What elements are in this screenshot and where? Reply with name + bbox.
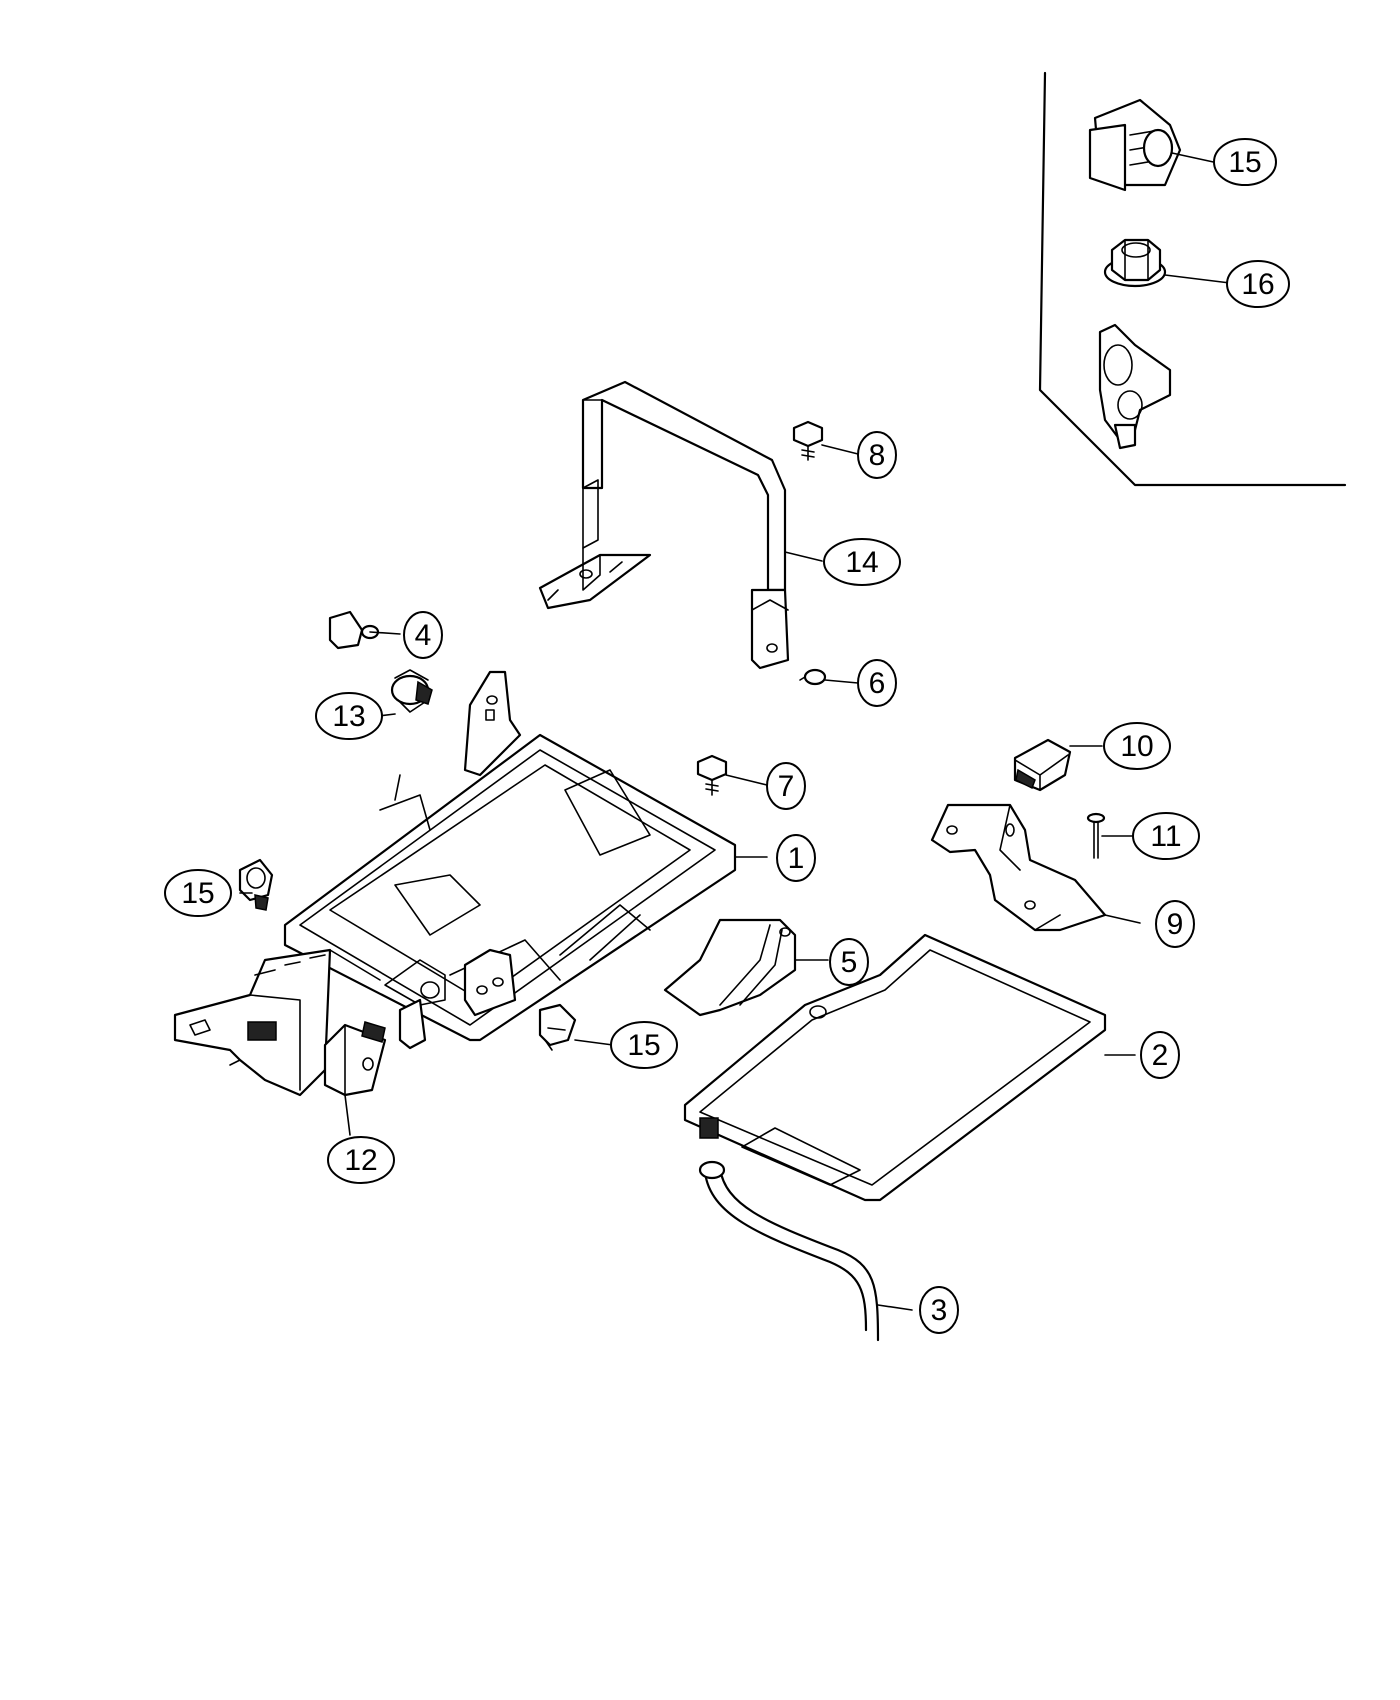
- part-15-left-clip: [238, 858, 274, 911]
- part-7-bolt: [696, 754, 728, 796]
- part-10-connector: [1013, 738, 1072, 792]
- leader-lines: [239, 152, 1231, 1311]
- callout-8: 8: [857, 431, 897, 479]
- part-5-shield: [663, 918, 797, 1017]
- callout-12: 12: [327, 1136, 395, 1184]
- part-4-clip: [328, 610, 380, 650]
- part-15-middle-clip: [538, 1003, 577, 1051]
- leader-12: [344, 1094, 351, 1136]
- callout-9: 9: [1155, 900, 1195, 948]
- callout-15-middle: 15: [610, 1021, 678, 1069]
- callout-label: 2: [1152, 1039, 1169, 1072]
- callout-label: 13: [332, 700, 365, 733]
- callout-label: 16: [1241, 268, 1274, 301]
- callout-13: 13: [315, 692, 383, 740]
- callout-6: 6: [857, 659, 897, 707]
- callout-label: 15: [1228, 146, 1261, 179]
- callout-label: 4: [415, 619, 432, 652]
- callout-label: 6: [869, 667, 886, 700]
- callout-label: 5: [841, 946, 858, 979]
- callout-label: 15: [181, 877, 214, 910]
- leader-14: [784, 551, 823, 562]
- part-12-sensor: [323, 1021, 387, 1097]
- part-9-bracket: [930, 803, 1107, 932]
- callout-label: 7: [778, 770, 795, 803]
- leader-8: [821, 444, 859, 455]
- leader-9: [1104, 914, 1141, 924]
- part-13-clip: [390, 669, 433, 713]
- callout-15-inset: 15: [1213, 138, 1277, 186]
- leader-4: [369, 631, 401, 635]
- callout-label: 15: [627, 1029, 660, 1062]
- callout-15-left: 15: [164, 869, 232, 917]
- part-6-plug: [799, 668, 827, 686]
- callout-label: 3: [931, 1294, 948, 1327]
- callout-label: 10: [1120, 730, 1153, 763]
- part-2-tray-base: [683, 933, 1107, 1202]
- callout-label: 11: [1150, 820, 1181, 853]
- leader-16: [1164, 274, 1231, 284]
- callout-label: 8: [869, 439, 886, 472]
- part-14-hold-down-strap: [538, 380, 790, 670]
- part-11-rivet: [1086, 812, 1106, 859]
- callout-5: 5: [829, 938, 869, 986]
- part-1-battery-tray: [283, 670, 737, 1050]
- callout-11: 11: [1132, 812, 1200, 860]
- callout-2: 2: [1140, 1031, 1180, 1079]
- callout-16: 16: [1226, 260, 1290, 308]
- callout-3: 3: [919, 1286, 959, 1334]
- callout-10: 10: [1103, 722, 1171, 770]
- inset-frame: [1038, 71, 1347, 487]
- part-16-inset-nut: [1103, 238, 1167, 288]
- lower-left-bracket: [173, 948, 381, 1097]
- leader-7: [725, 774, 768, 786]
- callout-14: 14: [823, 538, 901, 586]
- part-3-drain-tube: [698, 1117, 880, 1342]
- callout-1: 1: [776, 834, 816, 882]
- part-8-bolt: [792, 420, 824, 461]
- callout-4: 4: [403, 611, 443, 659]
- part-15-inset-clip: [1088, 98, 1182, 192]
- callout-7: 7: [766, 762, 806, 810]
- callout-label: 14: [845, 546, 878, 579]
- leader-15c: [574, 1039, 614, 1046]
- callout-label: 1: [788, 842, 805, 875]
- leader-6: [824, 679, 859, 684]
- part-inset-push-clip: [1098, 323, 1172, 450]
- callout-label: 9: [1167, 908, 1184, 941]
- leader-3: [877, 1304, 913, 1311]
- callout-label: 12: [344, 1144, 377, 1177]
- leader-15a: [1171, 152, 1219, 164]
